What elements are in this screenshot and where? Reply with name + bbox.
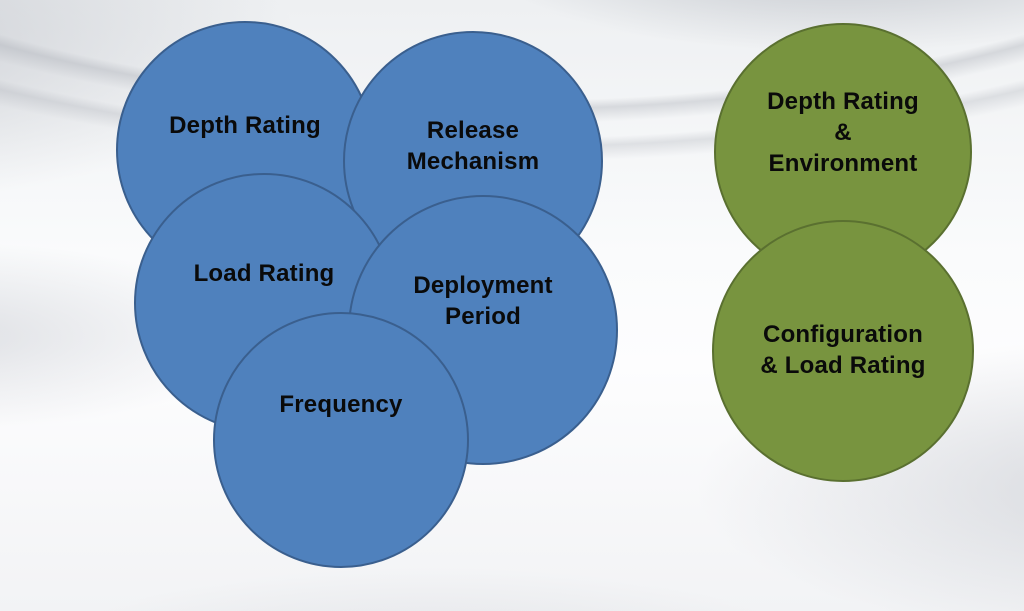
label-line: Depth Rating bbox=[767, 87, 919, 115]
circle-frequency-label: Frequency bbox=[279, 389, 402, 420]
label-line: & Load Rating bbox=[760, 352, 926, 379]
label-line: Configuration bbox=[763, 321, 923, 348]
circle-release-mechanism-label: Release Mechanism bbox=[407, 115, 540, 177]
label-line: Period bbox=[445, 303, 521, 330]
circle-configuration-load-rating-label: Configuration & Load Rating bbox=[760, 319, 925, 381]
label-line: Deployment bbox=[413, 272, 553, 299]
label-line: & bbox=[834, 118, 852, 146]
label-line: Depth Rating bbox=[169, 111, 321, 139]
label-line: Mechanism bbox=[406, 148, 540, 175]
circle-depth-rating-environment-label: Depth Rating & Environment bbox=[767, 86, 919, 179]
label-line: Load Rating bbox=[193, 259, 335, 287]
label-line: Environment bbox=[768, 149, 918, 177]
circle-configuration-load-rating: Configuration & Load Rating bbox=[712, 220, 974, 482]
circle-frequency: Frequency bbox=[213, 312, 469, 568]
circle-deployment-period-label: Deployment Period bbox=[413, 270, 552, 332]
label-line: Frequency bbox=[279, 390, 403, 418]
circle-load-rating-label: Load Rating bbox=[194, 258, 335, 289]
circle-depth-rating-label: Depth Rating bbox=[169, 110, 321, 141]
label-line: Release bbox=[426, 117, 520, 144]
